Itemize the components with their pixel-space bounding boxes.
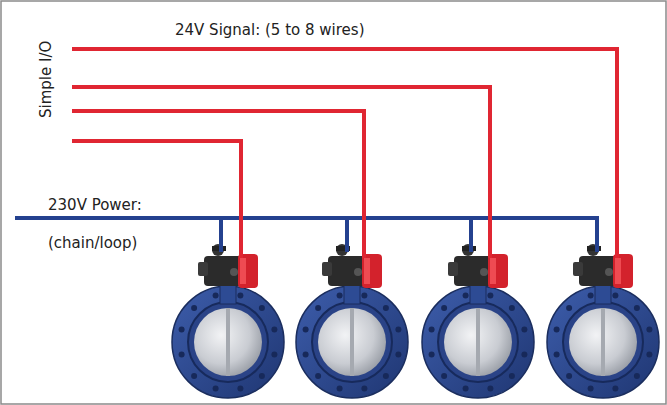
butterfly-valve — [547, 244, 659, 398]
io-label: Simple I/O — [37, 41, 55, 118]
butterfly-valve — [422, 244, 534, 398]
power-note: (chain/loop) — [48, 234, 137, 252]
signal-label: 24V Signal: (5 to 8 wires) — [175, 21, 365, 39]
butterfly-valve — [172, 244, 284, 398]
power-label: 230V Power: — [48, 196, 142, 214]
butterfly-valve — [296, 244, 408, 398]
